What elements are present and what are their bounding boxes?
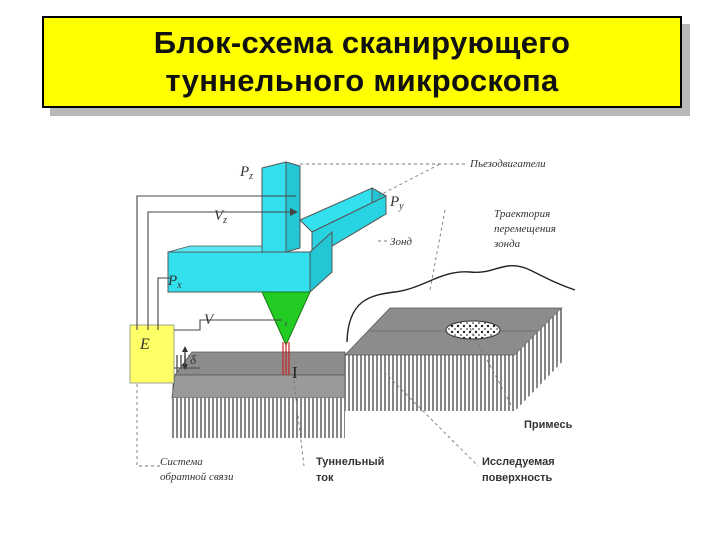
label-probe: Зонд (390, 236, 412, 248)
sample-left-step (171, 374, 346, 399)
sample-right-side (515, 308, 562, 411)
label-e: E (139, 336, 150, 353)
piezo-z-front (261, 161, 287, 259)
label-py: Py (389, 194, 404, 212)
tunnel-current (282, 342, 290, 375)
label-feedback-2: обратной связи (160, 471, 234, 483)
sample-left (171, 351, 346, 438)
feedback-wiring (136, 195, 296, 369)
sample-right-hatching (345, 355, 515, 411)
label-surface-2: поверхность (482, 472, 553, 484)
label-tunnel-1: Туннельный (316, 456, 384, 468)
label-trajectory-3: зонда (493, 238, 521, 250)
label-delta: δ (190, 352, 197, 367)
label-tunnel-2: ток (316, 472, 334, 484)
label-surface-1: Исследуемая (482, 456, 555, 468)
sample-left-hatching (172, 398, 345, 438)
label-v: V (204, 312, 215, 328)
label-current-i: I (292, 363, 298, 382)
title-box: Блок-схема сканирующего туннельного микр… (42, 16, 682, 108)
leader-lines (136, 163, 516, 467)
label-px: Px (167, 273, 182, 291)
piezo-x-side (309, 230, 333, 294)
piezo-x-front (167, 251, 311, 293)
title-line-1: Блок-схема сканирующего (153, 25, 571, 60)
sample-right (344, 307, 563, 411)
label-actuators: Пьезодвигатели (469, 158, 546, 170)
feedback-box (129, 324, 175, 384)
delta-marker (182, 346, 188, 370)
label-impurity: Примесь (524, 419, 573, 431)
label-vz: Vz (214, 208, 227, 226)
probe-tip (261, 291, 311, 347)
label-trajectory-2: перемещения (494, 223, 556, 235)
label-trajectory-1: Траектория (494, 208, 550, 220)
label-feedback-1: Система (160, 456, 203, 468)
piezo-actuators (167, 161, 388, 294)
title-line-2: туннельного микроскопа (165, 63, 559, 98)
probe-trajectory (346, 265, 576, 343)
impurity-spot (445, 320, 501, 340)
sample-left-top (174, 351, 346, 376)
piezo-z-side (285, 161, 301, 253)
label-pz: Pz (239, 164, 253, 182)
